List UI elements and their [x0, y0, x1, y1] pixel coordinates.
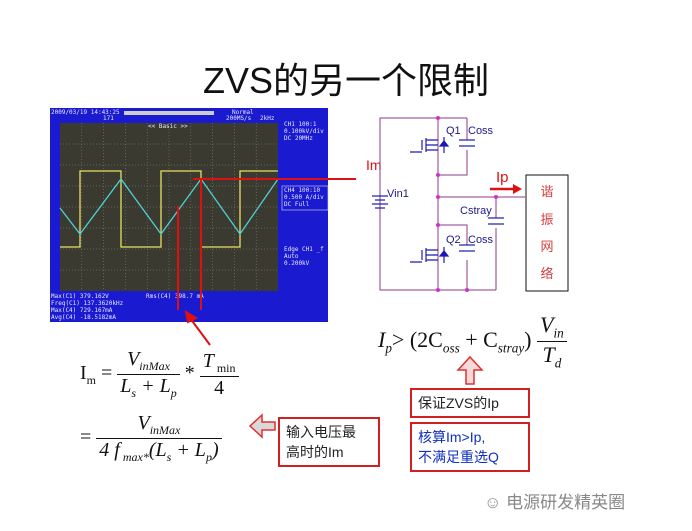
scope-record: 171 — [103, 115, 114, 122]
slide-title: ZVS的另一个限制 — [202, 60, 489, 101]
left-arrow-icon — [248, 413, 276, 439]
scope-zoom-label: << Basic >> — [148, 123, 188, 130]
im-label: Im — [366, 157, 382, 173]
ip-label: Ip — [496, 169, 509, 186]
wechat-icon: ☺ — [484, 493, 502, 512]
input-voltage-note: 输入电压最 高时的Im — [278, 417, 380, 467]
circuit-nodes — [436, 116, 498, 292]
ch4-info: DC Full — [284, 201, 310, 208]
watermark-text: 电源研发精英圈 — [506, 493, 626, 512]
guarantee-note: 保证ZVS的Ip — [410, 388, 530, 418]
network-char: 振 — [540, 212, 553, 227]
coss1-label: Coss — [468, 125, 494, 137]
ch1-info: DC 20MHz — [284, 135, 313, 142]
ch1-info: 0.100kV/div — [284, 128, 324, 135]
oscilloscope-screenshot: 2009/03/19 14:43:25 171 Normal 200MS/s 2… — [50, 108, 329, 322]
up-arrow-icon — [456, 355, 484, 385]
scope-progress — [124, 111, 214, 115]
measurement-rms: Rms(C4) 398.7 mA — [146, 293, 204, 300]
network-char: 谐 — [540, 184, 553, 199]
ch4-current-waveform — [59, 177, 279, 236]
measurement: Max(C1) 379.162V — [51, 293, 109, 300]
scope-timestamp: 2009/03/19 14:43:25 — [51, 109, 120, 116]
ch4-info: 0.500 A/div — [284, 194, 324, 201]
ch4-info: CH4 100:10 — [284, 187, 321, 194]
half-bridge-circuit — [379, 117, 525, 291]
q2-label: Q2 — [446, 234, 461, 246]
measurement: Max(C4) 729.167mA — [51, 307, 113, 314]
coss2-label: Coss — [468, 234, 494, 246]
scope-timebase: 200MS/s — [226, 115, 252, 122]
trigger-info: 0.200kV — [284, 260, 310, 267]
measurement: Avg(C4) -18.5182mA — [51, 314, 116, 321]
resonant-network-box — [525, 174, 569, 292]
cstray-label: Cstray — [460, 205, 492, 217]
scope-mode: Normal — [232, 109, 254, 116]
ch1-info: CH1 100:1 — [284, 121, 317, 128]
network-char: 络 — [540, 266, 553, 281]
check-note: 核算Im>Ip, 不满足重选Q — [410, 422, 530, 472]
ip-arrow-icon — [513, 184, 522, 194]
q1-label: Q1 — [446, 125, 461, 137]
resonant-network-label: 谐 振 网 络 — [540, 184, 553, 281]
vin-label: Vin1 — [387, 188, 409, 200]
watermark: ☺ 电源研发精英圈 — [484, 488, 625, 513]
measurement: Freq(C1) 137.3620kHz — [51, 300, 124, 307]
im-annotation-lines — [177, 178, 356, 346]
scope-divisor: 2kHz — [260, 115, 275, 122]
trigger-info: Edge CH1 _f — [284, 246, 324, 253]
circuit-components — [372, 137, 504, 263]
network-char: 网 — [540, 239, 553, 254]
trigger-info: Auto — [284, 253, 299, 260]
